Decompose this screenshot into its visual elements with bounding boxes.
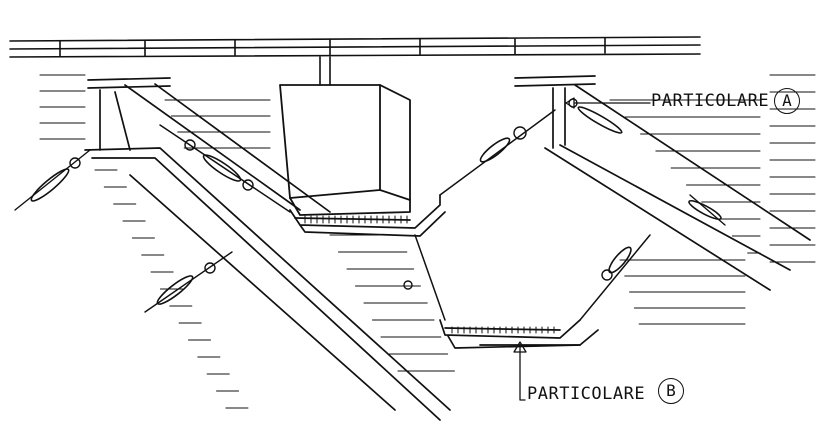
suspension-cables (159, 109, 651, 321)
callout-a-label: PARTICOLARE (651, 91, 770, 111)
slab-hatching (39, 74, 816, 409)
tray-rungs (304, 215, 555, 334)
turnbuckles (30, 106, 722, 305)
right-steel-beam (514, 75, 811, 291)
callout-b-badge: B (658, 378, 684, 404)
cable-knots (69, 98, 613, 290)
wall-tie-rods (14, 149, 726, 313)
callout-b-label: PARTICOLARE (527, 384, 646, 404)
left-steel-beam (84, 77, 451, 421)
ceiling-beam (9, 36, 701, 86)
callout-leaders (513, 97, 651, 401)
callout-a-badge: A (774, 88, 800, 114)
central-box-column (279, 84, 411, 216)
